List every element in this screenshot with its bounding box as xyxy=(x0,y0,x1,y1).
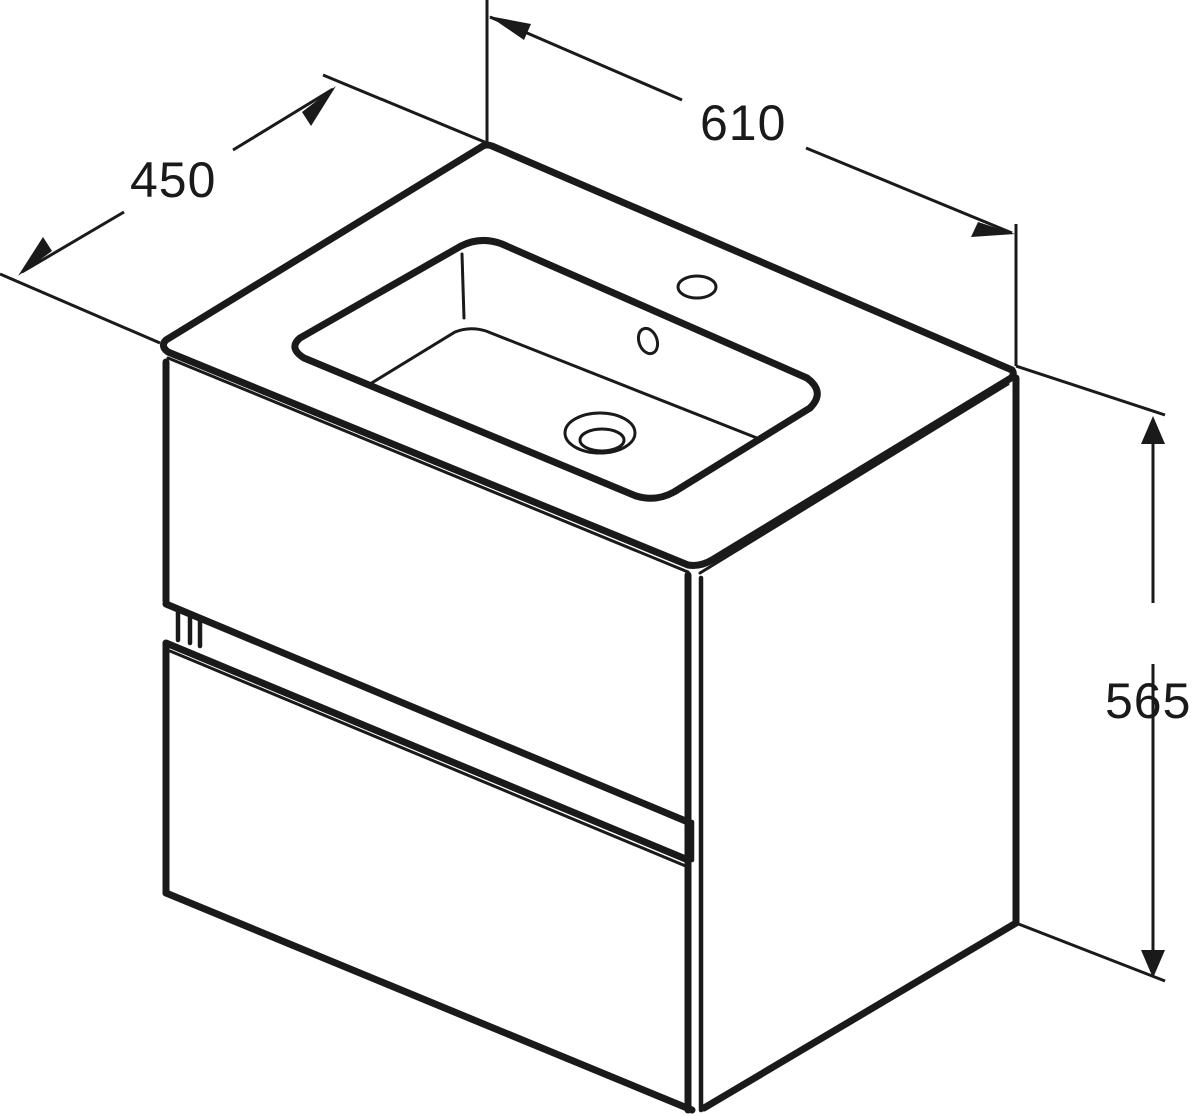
drain-inner-icon xyxy=(578,427,626,453)
bottom-drawer-top-edge xyxy=(162,639,692,864)
dimension-label-depth: 450 xyxy=(130,152,216,208)
drain-icon xyxy=(563,411,637,455)
basin-back-corner-line xyxy=(460,252,466,320)
basin-top xyxy=(159,141,1017,575)
countertop-front-edge xyxy=(166,356,690,574)
arrow-head-icon xyxy=(1141,416,1165,444)
cabinet-body xyxy=(162,358,1020,1114)
cabinet-bottom-front-edge xyxy=(162,889,696,1114)
basin-bowl-rim xyxy=(291,237,821,502)
countertop-outline xyxy=(159,141,1017,569)
arrow-head-icon xyxy=(18,237,52,276)
drawers xyxy=(162,600,695,869)
extension-line-height-top xyxy=(1015,364,1166,417)
dimension-line-depth-upper xyxy=(232,87,334,152)
tap-hole-icon xyxy=(676,274,718,300)
top-drawer-bottom-edge xyxy=(162,600,692,826)
dimension-label-width: 610 xyxy=(700,95,786,151)
countertop-side-edge xyxy=(698,382,1010,575)
dimension-depth: 450 xyxy=(0,73,488,345)
arrow-head-icon xyxy=(1141,950,1165,978)
dimension-line-width-right xyxy=(805,146,1013,235)
dimension-label-height: 565 xyxy=(1105,673,1191,729)
cabinet-bottom-side-edge xyxy=(700,919,1020,1112)
bottom-drawer-top-lip xyxy=(168,649,690,869)
dimension-width: 610 xyxy=(485,0,1018,366)
dimension-line-depth-lower xyxy=(21,210,125,274)
overflow-hole-icon xyxy=(636,326,660,356)
extension-line-height-bottom xyxy=(1015,921,1166,983)
extension-line-depth-front xyxy=(0,272,161,345)
dimension-height: 565 xyxy=(1015,364,1191,983)
arrow-head-icon xyxy=(302,86,336,126)
extension-line-depth-back xyxy=(322,73,488,145)
basin-bowl-floor xyxy=(368,327,764,442)
arrow-head-icon xyxy=(971,222,1015,237)
arrow-head-icon xyxy=(489,16,531,40)
